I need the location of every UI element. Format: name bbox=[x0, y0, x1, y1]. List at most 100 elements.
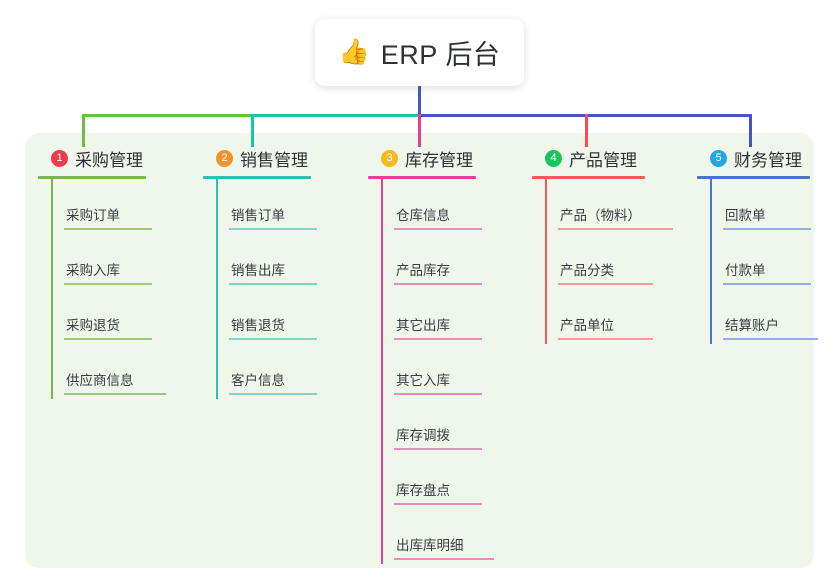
branch-leaf-list: 回款单付款单结算账户 bbox=[697, 179, 818, 344]
connector-drop-sales bbox=[251, 114, 254, 147]
branch-badge-number: 2 bbox=[216, 149, 233, 167]
leaf-item-underline bbox=[64, 338, 152, 340]
leaf-item-underline bbox=[723, 228, 811, 230]
leaf-item[interactable]: 付款单 bbox=[710, 234, 811, 289]
leaf-item-underline bbox=[394, 283, 482, 285]
leaf-item-underline bbox=[558, 228, 673, 230]
branch-title: 产品管理 bbox=[569, 150, 637, 170]
leaf-item-underline bbox=[229, 228, 317, 230]
root-node-erp-backend[interactable]: 👍 ERP 后台 bbox=[315, 19, 524, 86]
branch-title: 财务管理 bbox=[734, 150, 802, 170]
leaf-item-label: 仓库信息 bbox=[396, 208, 450, 223]
leaf-item[interactable]: 仓库信息 bbox=[381, 179, 482, 234]
branch-underline bbox=[697, 176, 810, 179]
leaf-item[interactable]: 采购订单 bbox=[51, 179, 152, 234]
connector-segment-green bbox=[82, 114, 252, 117]
leaf-item[interactable]: 产品库存 bbox=[381, 234, 482, 289]
branch-underline bbox=[532, 176, 645, 179]
connector-trunk-vertical bbox=[418, 86, 421, 116]
leaf-item-underline bbox=[558, 283, 653, 285]
leaf-item-underline bbox=[394, 338, 482, 340]
branch-header-3[interactable]: 3 库存管理 bbox=[368, 146, 476, 170]
diagram-background-panel bbox=[25, 133, 814, 568]
leaf-item-label: 采购订单 bbox=[66, 208, 120, 223]
branch-title: 销售管理 bbox=[240, 150, 308, 170]
leaf-item-label: 库存调拨 bbox=[396, 428, 450, 443]
branch-column-2: 2 销售管理销售订单销售出库销售退货客户信息 bbox=[203, 146, 317, 399]
branch-title: 采购管理 bbox=[75, 150, 143, 170]
leaf-item[interactable]: 库存调拨 bbox=[381, 399, 482, 454]
leaf-item-underline bbox=[64, 393, 166, 395]
leaf-item-label: 回款单 bbox=[725, 208, 766, 223]
branch-spine bbox=[381, 179, 383, 564]
leaf-item-underline bbox=[229, 393, 317, 395]
leaf-item[interactable]: 销售退货 bbox=[216, 289, 317, 344]
leaf-item-underline bbox=[394, 448, 482, 450]
leaf-item[interactable]: 其它出库 bbox=[381, 289, 482, 344]
leaf-item-underline bbox=[723, 283, 811, 285]
leaf-item[interactable]: 出库库明细 bbox=[381, 509, 494, 564]
branch-spine bbox=[51, 179, 53, 399]
connector-segment-teal bbox=[251, 114, 419, 117]
leaf-item[interactable]: 其它入库 bbox=[381, 344, 482, 399]
leaf-item-label: 销售出库 bbox=[231, 263, 285, 278]
branch-underline bbox=[203, 176, 311, 179]
connector-drop-purchasing bbox=[82, 114, 85, 147]
leaf-item[interactable]: 采购入库 bbox=[51, 234, 152, 289]
leaf-item-label: 销售退货 bbox=[231, 318, 285, 333]
leaf-item[interactable]: 销售订单 bbox=[216, 179, 317, 234]
branch-header-2[interactable]: 2 销售管理 bbox=[203, 146, 311, 170]
branch-spine bbox=[545, 179, 547, 344]
leaf-item[interactable]: 产品单位 bbox=[545, 289, 653, 344]
thumbs-up-icon: 👍 bbox=[338, 38, 370, 66]
leaf-item[interactable]: 产品分类 bbox=[545, 234, 653, 289]
leaf-item[interactable]: 供应商信息 bbox=[51, 344, 166, 399]
connector-drop-finance bbox=[749, 114, 752, 147]
leaf-item-label: 产品库存 bbox=[396, 263, 450, 278]
leaf-item[interactable]: 库存盘点 bbox=[381, 454, 482, 509]
leaf-item-underline bbox=[64, 228, 152, 230]
branch-leaf-list: 采购订单采购入库采购退货供应商信息 bbox=[38, 179, 166, 399]
leaf-item[interactable]: 产品（物料） bbox=[545, 179, 673, 234]
leaf-item-underline bbox=[558, 338, 653, 340]
branch-badge-number: 5 bbox=[710, 149, 727, 167]
leaf-item-label: 产品分类 bbox=[560, 263, 614, 278]
leaf-item-label: 其它入库 bbox=[396, 373, 450, 388]
branch-underline bbox=[368, 176, 476, 179]
connector-drop-product bbox=[585, 114, 588, 147]
branch-column-3: 3 库存管理仓库信息产品库存其它出库其它入库库存调拨库存盘点出库库明细 bbox=[368, 146, 494, 564]
leaf-item-label: 结算账户 bbox=[725, 318, 779, 333]
branch-column-5: 5 财务管理回款单付款单结算账户 bbox=[697, 146, 818, 344]
branch-header-5[interactable]: 5 财务管理 bbox=[697, 146, 810, 170]
leaf-item[interactable]: 销售出库 bbox=[216, 234, 317, 289]
branch-underline bbox=[38, 176, 146, 179]
branch-leaf-list: 销售订单销售出库销售退货客户信息 bbox=[203, 179, 317, 399]
leaf-item-underline bbox=[394, 393, 482, 395]
branch-leaf-list: 产品（物料） 产品分类产品单位 bbox=[532, 179, 673, 344]
leaf-item-underline bbox=[394, 503, 482, 505]
leaf-item-underline bbox=[229, 338, 317, 340]
leaf-item-label: 客户信息 bbox=[231, 373, 285, 388]
leaf-item-underline bbox=[64, 283, 152, 285]
leaf-item[interactable]: 客户信息 bbox=[216, 344, 317, 399]
leaf-item-label: 其它出库 bbox=[396, 318, 450, 333]
leaf-item-label: 销售订单 bbox=[231, 208, 285, 223]
leaf-item-underline bbox=[394, 558, 494, 560]
branch-spine bbox=[216, 179, 218, 399]
branch-title: 库存管理 bbox=[405, 150, 473, 170]
leaf-item-label: 付款单 bbox=[725, 263, 766, 278]
leaf-item[interactable]: 回款单 bbox=[710, 179, 811, 234]
branch-badge-number: 3 bbox=[381, 149, 398, 167]
connector-segment-blue bbox=[418, 114, 751, 117]
leaf-item[interactable]: 采购退货 bbox=[51, 289, 152, 344]
leaf-item-label: 采购入库 bbox=[66, 263, 120, 278]
leaf-item[interactable]: 结算账户 bbox=[710, 289, 818, 344]
leaf-item-underline bbox=[723, 338, 818, 340]
leaf-item-label: 采购退货 bbox=[66, 318, 120, 333]
leaf-item-label: 产品（物料） bbox=[560, 208, 641, 223]
